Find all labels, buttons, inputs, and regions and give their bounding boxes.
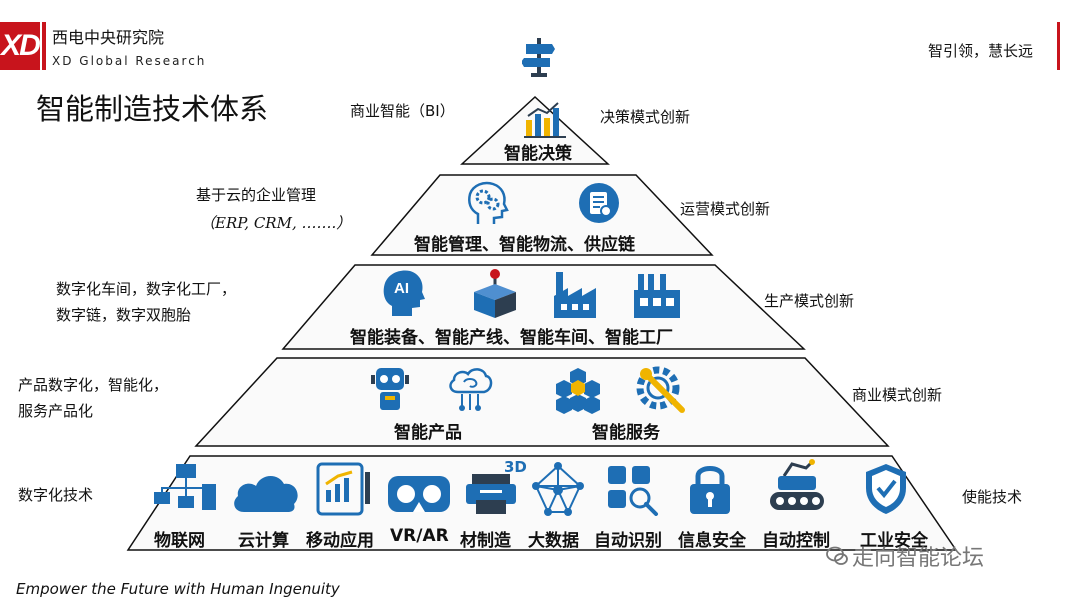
brain-gears-icon (468, 181, 509, 224)
cloud-icon (234, 475, 298, 512)
pyramid-layer-2 (370, 174, 714, 256)
shield-check-icon (866, 464, 906, 514)
layer4-caption-2: 智能服务 (592, 423, 660, 443)
tech-label-iot: 物联网 (154, 531, 205, 551)
tech-label-cloud: 云计算 (238, 531, 289, 551)
data-network-icon (532, 462, 584, 516)
factory-chimney-icon (554, 272, 596, 318)
pyramid-layer-4 (194, 357, 890, 447)
vr-headset-icon (388, 476, 450, 512)
wechat-icon (826, 546, 848, 565)
layer5-left-label: 数字化技术 (18, 486, 94, 504)
watermark: 走向智能论坛 (852, 546, 985, 571)
signpost-icon (522, 38, 555, 77)
layer1-right-label: 决策模式创新 (600, 108, 691, 126)
tech-label-auto-id: 自动识别 (594, 531, 662, 551)
3d-printer-icon (466, 474, 516, 514)
layer3-left-label-2: 数字链，数字双胞胎 (56, 306, 192, 324)
layer4-caption-1: 智能产品 (394, 423, 462, 443)
org-name-cn: 西电中央研究院 (52, 28, 165, 47)
layer1-left-label: 商业智能（BI） (350, 102, 455, 120)
org-name-en: XD Global Research (52, 54, 207, 68)
gear-wrench-icon (636, 366, 685, 413)
layer3-left-label-1: 数字化车间，数字化工厂， (56, 280, 237, 298)
tech-label-infosec: 信息安全 (678, 531, 746, 551)
layer2-left-label-1: 基于云的企业管理 (196, 186, 317, 204)
slogan-divider (1057, 22, 1060, 70)
tablet-chart-icon (316, 462, 370, 516)
robot-tank-icon (770, 459, 824, 510)
tech-label-bigdata: 大数据 (528, 531, 579, 551)
footer-tagline: Empower the Future with Human Ingenuity (16, 580, 340, 598)
padlock-icon (690, 466, 730, 514)
ai-head-icon (383, 270, 425, 316)
scan-search-icon (608, 466, 658, 516)
layer2-caption: 智能管理、智能物流、供应链 (414, 235, 635, 255)
hexagon-cluster-icon (556, 368, 600, 414)
tech-label-mobile: 移动应用 (306, 531, 374, 551)
layer3-caption: 智能装备、智能产线、智能车间、智能工厂 (350, 328, 673, 348)
xd-logo: XD (0, 22, 41, 70)
iot-network-icon (154, 464, 216, 510)
joystick-machine-icon (474, 269, 516, 318)
printer-3d-tag: 3D (504, 458, 527, 476)
tech-label-auto-control: 自动控制 (762, 531, 830, 551)
tech-label-industrial-safety: 工业安全 (860, 531, 928, 551)
layer3-right-label: 生产模式创新 (764, 292, 855, 310)
slogan: 智引领，慧长远 (928, 42, 1034, 60)
layer4-left-label-1: 产品数字化，智能化， (18, 376, 169, 394)
tech-label-vrar: VR/AR (390, 526, 449, 546)
robot-icon (371, 368, 409, 410)
page-title: 智能制造技术体系 (36, 92, 269, 126)
layer4-right-label: 商业模式创新 (852, 386, 943, 404)
layer4-left-label-2: 服务产品化 (18, 402, 94, 420)
tech-label-manufacturing: 材制造 (460, 531, 511, 551)
factory-building-icon (634, 274, 680, 318)
layer5-right-label: 使能技术 (962, 488, 1023, 506)
cloud-brain-icon (449, 368, 493, 411)
layer1-caption: 智能决策 (504, 144, 572, 164)
layer2-right-label: 运营模式创新 (680, 200, 771, 218)
ai-head-label: AI (394, 280, 409, 297)
logo-divider (42, 22, 46, 70)
analytics-chart-icon (524, 102, 566, 138)
document-gear-icon (579, 183, 619, 223)
layer2-left-label-2: （ERP, CRM, …….） (200, 214, 352, 232)
